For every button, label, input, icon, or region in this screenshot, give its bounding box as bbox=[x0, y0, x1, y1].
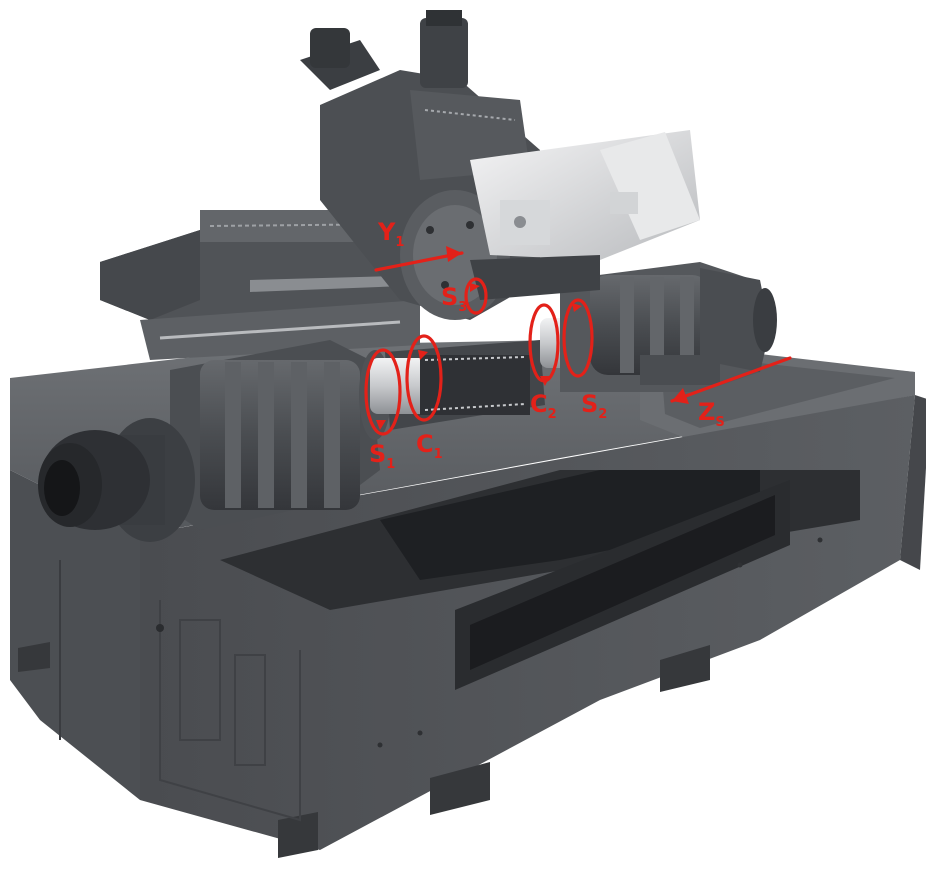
rotation-arrowheads bbox=[376, 283, 582, 430]
machine-base bbox=[10, 340, 926, 858]
s2-label: S2 bbox=[581, 390, 607, 422]
turret bbox=[300, 10, 700, 320]
s3-label: S3 bbox=[441, 283, 467, 315]
main-spindle bbox=[38, 340, 391, 542]
s1-label: S1 bbox=[369, 440, 395, 472]
c2-label: C2 bbox=[530, 390, 557, 422]
s2-rotation-icon bbox=[562, 298, 594, 378]
c1-rotation-icon bbox=[405, 334, 443, 422]
axis-annotations bbox=[364, 246, 792, 436]
zs-label: ZS bbox=[698, 398, 725, 430]
rear-column bbox=[100, 210, 430, 360]
axis-labels: Y1 S3 S1 C1 C2 S2 ZS bbox=[369, 218, 725, 472]
s1-rotation-icon bbox=[364, 348, 402, 436]
zs-arrow bbox=[670, 356, 792, 403]
y1-label: Y1 bbox=[377, 218, 404, 250]
c1-label: C1 bbox=[416, 430, 443, 462]
s3-rotation-icon bbox=[464, 277, 488, 315]
sub-spindle bbox=[560, 262, 777, 392]
